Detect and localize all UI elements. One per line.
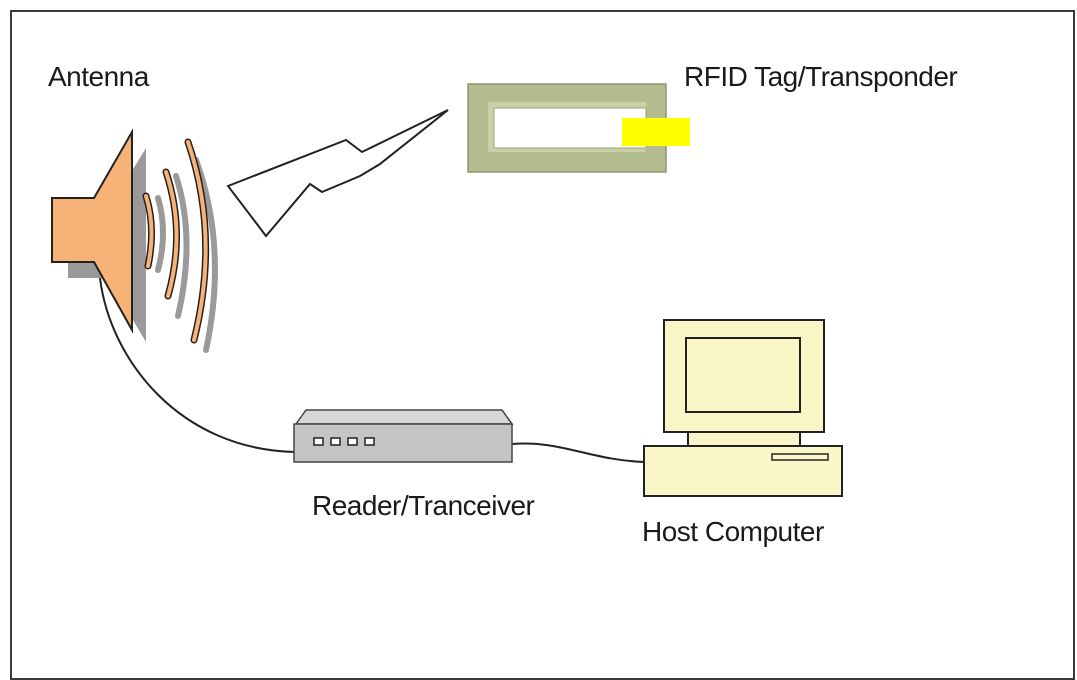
reader-device-icon <box>293 409 514 463</box>
host-computer-label: Host Computer <box>642 516 824 547</box>
rfid-tag-icon <box>467 83 690 173</box>
antenna-cable <box>99 277 297 453</box>
antenna-label: Antenna <box>48 61 149 92</box>
reader-label: Reader/Tranceiver <box>312 490 535 521</box>
host-cable <box>511 442 645 463</box>
signal-bolt-icon <box>226 109 449 238</box>
host-computer-icon <box>643 319 843 497</box>
rfid-tag-label: RFID Tag/Transponder <box>684 61 958 92</box>
antenna-icon <box>51 128 218 353</box>
